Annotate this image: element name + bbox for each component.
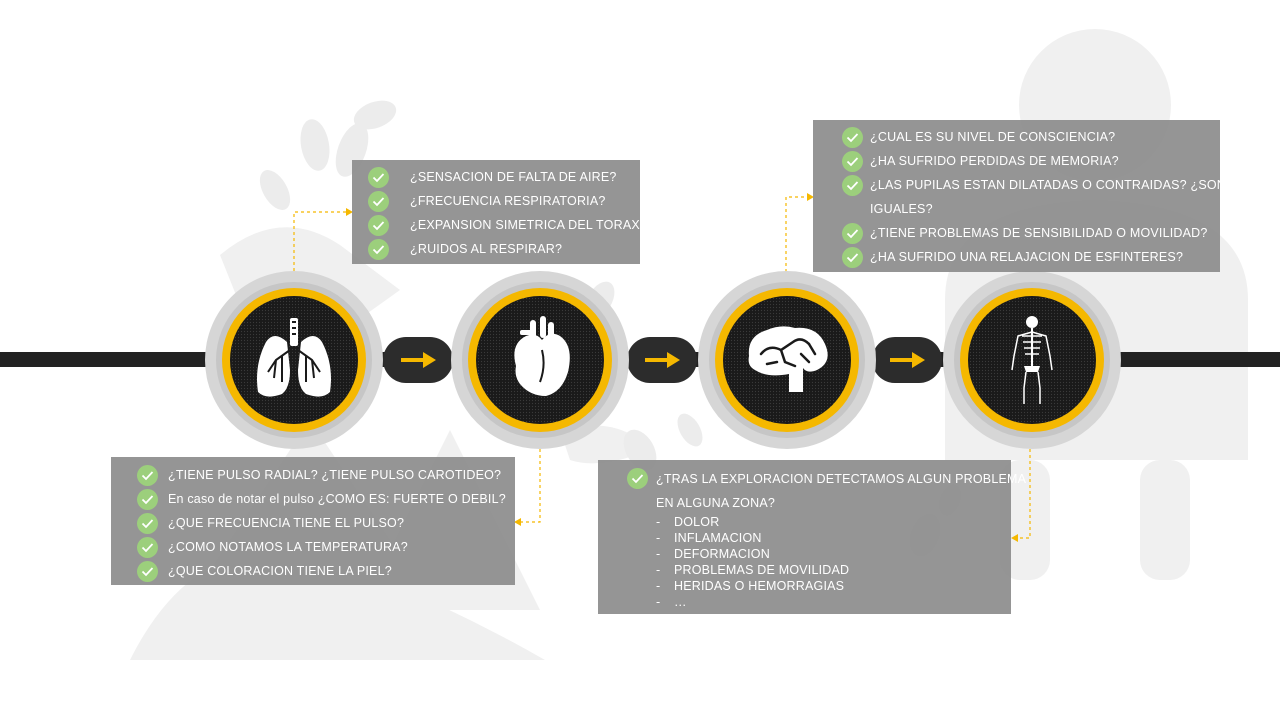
check-icon — [368, 191, 389, 212]
check-icon — [137, 513, 158, 534]
node-brain — [697, 270, 877, 450]
check-icon — [137, 537, 158, 558]
box-circulation: ¿TIENE PULSO RADIAL? ¿TIENE PULSO CAROTI… — [111, 457, 515, 585]
arrow-connector-3 — [872, 337, 942, 383]
connector-brain — [785, 193, 814, 272]
list-item: DOLOR — [674, 515, 720, 529]
arrow-right-icon — [401, 352, 436, 368]
list-item: ¿LAS PUPILAS ESTAN DILATADAS O CONTRAIDA… — [870, 178, 1227, 192]
list-dash: - — [656, 547, 661, 561]
check-icon — [627, 468, 648, 489]
node-lungs — [204, 270, 384, 450]
list-item: ¿TIENE PULSO RADIAL? ¿TIENE PULSO CAROTI… — [168, 468, 502, 482]
box-neuro: ¿CUAL ES SU NIVEL DE CONSCIENCIA? ¿HA SUF… — [813, 120, 1226, 272]
check-icon — [137, 465, 158, 486]
check-icon — [842, 151, 863, 172]
check-icon — [137, 561, 158, 582]
list-item: ¿COMO NOTAMOS LA TEMPERATURA? — [168, 540, 408, 554]
lungs-icon — [257, 318, 331, 397]
list-dash: - — [656, 563, 661, 577]
list-item: PROBLEMAS DE MOVILIDAD — [674, 563, 850, 577]
connector-skeleton — [1011, 449, 1031, 542]
arrow-connector-1 — [383, 337, 453, 383]
list-item: ¿HA SUFRIDO PERDIDAS DE MEMORIA? — [870, 154, 1119, 168]
check-icon — [368, 167, 389, 188]
exploration-question-line1: ¿TRAS LA EXPLORACION DETECTAMOS ALGUN PR… — [656, 472, 1027, 486]
box-respiration: ¿SENSACION DE FALTA DE AIRE? ¿FRECUENCIA … — [352, 160, 647, 264]
list-item: ¿TIENE PROBLEMAS DE SENSIBILIDAD O MOVIL… — [870, 226, 1208, 240]
node-skeleton — [942, 270, 1122, 450]
list-item: ¿CUAL ES SU NIVEL DE CONSCIENCIA? — [870, 130, 1116, 144]
list-dash: - — [656, 531, 661, 545]
list-item: ¿QUE FRECUENCIA TIENE EL PULSO? — [168, 516, 405, 530]
check-icon — [842, 175, 863, 196]
list-item: ¿FRECUENCIA RESPIRATORIA? — [410, 194, 606, 208]
check-icon — [137, 489, 158, 510]
list-item: … — [674, 595, 687, 609]
list-item: ¿RUIDOS AL RESPIRAR? — [410, 242, 563, 256]
heart-icon — [514, 316, 570, 396]
list-dash: - — [656, 515, 661, 529]
skeleton-icon — [1011, 316, 1053, 404]
box-exploration: ¿TRAS LA EXPLORACION DETECTAMOS ALGUN PR… — [598, 460, 1026, 614]
list-item: ¿HA SUFRIDO UNA RELAJACION DE ESFINTERES… — [870, 250, 1184, 264]
arrow-right-icon — [890, 352, 925, 368]
list-dash: - — [656, 579, 661, 593]
list-item: ¿QUE COLORACION TIENE LA PIEL? — [168, 564, 392, 578]
list-item: ¿EXPANSION SIMETRICA DEL TORAX? — [410, 218, 648, 232]
list-item: INFLAMACION — [674, 531, 762, 545]
list-dash: - — [656, 595, 661, 609]
list-item: ¿SENSACION DE FALTA DE AIRE? — [410, 170, 617, 184]
check-icon — [368, 215, 389, 236]
list-item: HERIDAS O HEMORRAGIAS — [674, 579, 845, 593]
exploration-question-line2: EN ALGUNA ZONA? — [656, 496, 776, 510]
check-icon — [842, 223, 863, 244]
check-icon — [842, 127, 863, 148]
node-heart — [450, 270, 630, 450]
connector-lungs — [293, 208, 353, 271]
arrow-right-icon — [645, 352, 680, 368]
list-item: DEFORMACION — [674, 547, 770, 561]
list-item: IGUALES? — [870, 202, 933, 216]
arrow-connector-2 — [627, 337, 697, 383]
connector-heart — [514, 449, 541, 526]
brain-icon — [748, 326, 828, 392]
check-icon — [368, 239, 389, 260]
check-icon — [842, 247, 863, 268]
list-item: En caso de notar el pulso ¿COMO ES: FUER… — [168, 492, 506, 506]
